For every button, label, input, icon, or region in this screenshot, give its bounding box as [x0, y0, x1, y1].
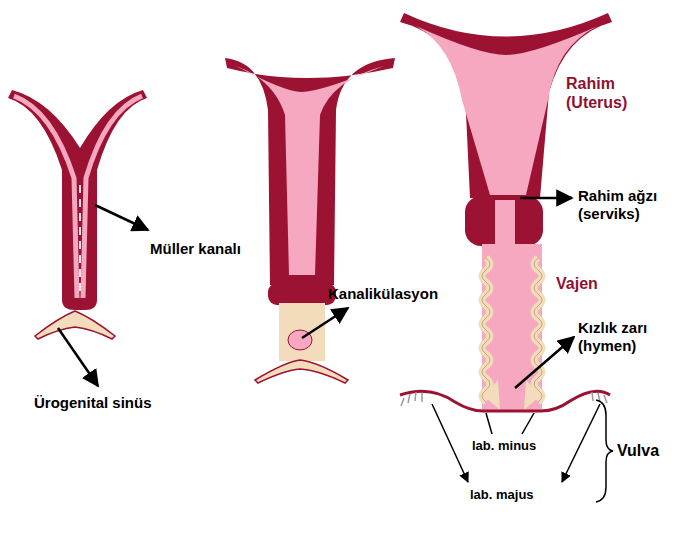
- organ-label: Rahim (Uterus): [566, 74, 648, 112]
- part-label: Ürogenital sinüs: [34, 394, 204, 412]
- part-label: Müller kanalı: [150, 240, 290, 258]
- part-label: Kızlık zarı (hymen): [578, 319, 686, 355]
- part-label: lab. majus: [470, 487, 560, 503]
- process-label: Kanalikülasyon: [328, 285, 458, 303]
- part-label: Rahim ağzı (serviks): [578, 187, 686, 223]
- organ-label: Vajen: [556, 274, 636, 293]
- part-label: lab. minus: [472, 438, 562, 454]
- region-label: Vulva: [617, 441, 683, 460]
